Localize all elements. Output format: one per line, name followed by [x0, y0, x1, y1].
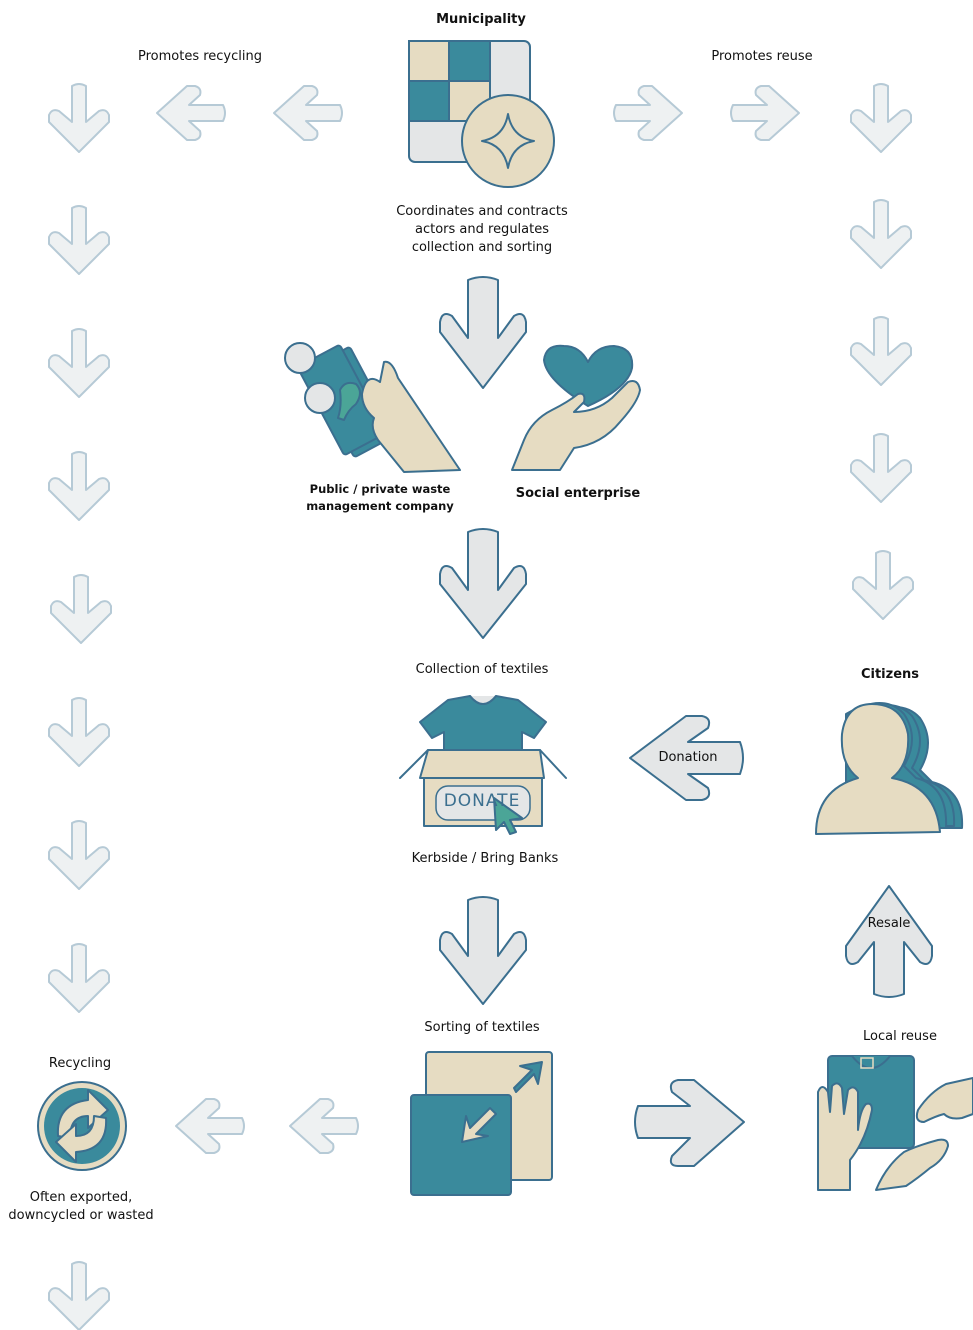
heart-hand-icon [511, 344, 641, 471]
faint-down-arrow-icon [48, 328, 110, 398]
faint-down-arrow-icon [48, 943, 110, 1013]
resize-squares-icon [410, 1051, 553, 1196]
flow-arrow-down-icon [439, 276, 527, 389]
faint-down-arrow-icon [48, 451, 110, 521]
faint-down-arrow-icon [850, 433, 912, 503]
faint-left-arrow-icon [289, 1098, 359, 1154]
citizens-group-icon [815, 702, 964, 835]
resale-arrow-icon [845, 885, 933, 998]
faint-down-arrow-icon [852, 550, 914, 620]
promotes-reuse-label: Promotes reuse [711, 49, 813, 64]
waste-company-label: Public / private waste management compan… [306, 482, 454, 513]
faint-down-arrow-icon [48, 205, 110, 275]
kerbside-label: Kerbside / Bring Banks [411, 851, 559, 866]
exported-label: Often exported, downcycled or wasted [8, 1190, 154, 1223]
social-enterprise-label: Social enterprise [515, 486, 641, 501]
faint-left-arrow-icon [156, 85, 226, 141]
clothes-handover-icon [817, 1055, 973, 1191]
faint-down-arrow-icon [48, 697, 110, 767]
faint-down-arrow-icon [50, 574, 112, 644]
donate-box-text: DONATE [443, 791, 521, 811]
donation-box-icon [399, 695, 567, 835]
faint-right-arrow-icon [730, 85, 800, 141]
recycling-symbol-icon [37, 1081, 127, 1171]
faint-left-arrow-icon [273, 85, 343, 141]
promotes-recycling-label: Promotes recycling [137, 49, 262, 64]
faint-down-arrow-icon [48, 83, 110, 153]
money-hand-icon [284, 342, 461, 473]
faint-down-arrow-icon [48, 820, 110, 890]
citizens-label: Citizens [860, 667, 920, 682]
faint-right-arrow-icon [613, 85, 683, 141]
municipality-grid-icon [408, 40, 555, 188]
donation-arrow-icon [629, 715, 744, 801]
faint-down-arrow-icon [850, 316, 912, 386]
collection-label: Collection of textiles [415, 662, 549, 677]
faint-down-arrow-icon [48, 1261, 110, 1330]
flow-arrow-down-icon [439, 528, 527, 639]
coordinates-label: Coordinates and contracts actors and reg… [396, 204, 568, 255]
faint-down-arrow-icon [850, 199, 912, 269]
recycling-label: Recycling [48, 1056, 112, 1071]
faint-down-arrow-icon [850, 83, 912, 153]
sorting-label: Sorting of textiles [424, 1020, 540, 1035]
donation-label: Donation [658, 750, 718, 765]
local-reuse-label: Local reuse [863, 1029, 937, 1044]
resale-label: Resale [867, 916, 911, 931]
right-column-arrows [850, 83, 914, 620]
flow-arrow-right-icon [634, 1079, 745, 1167]
faint-left-arrow-icon [175, 1098, 245, 1154]
flow-arrow-down-icon [439, 896, 527, 1005]
municipality-label: Municipality [436, 12, 526, 27]
